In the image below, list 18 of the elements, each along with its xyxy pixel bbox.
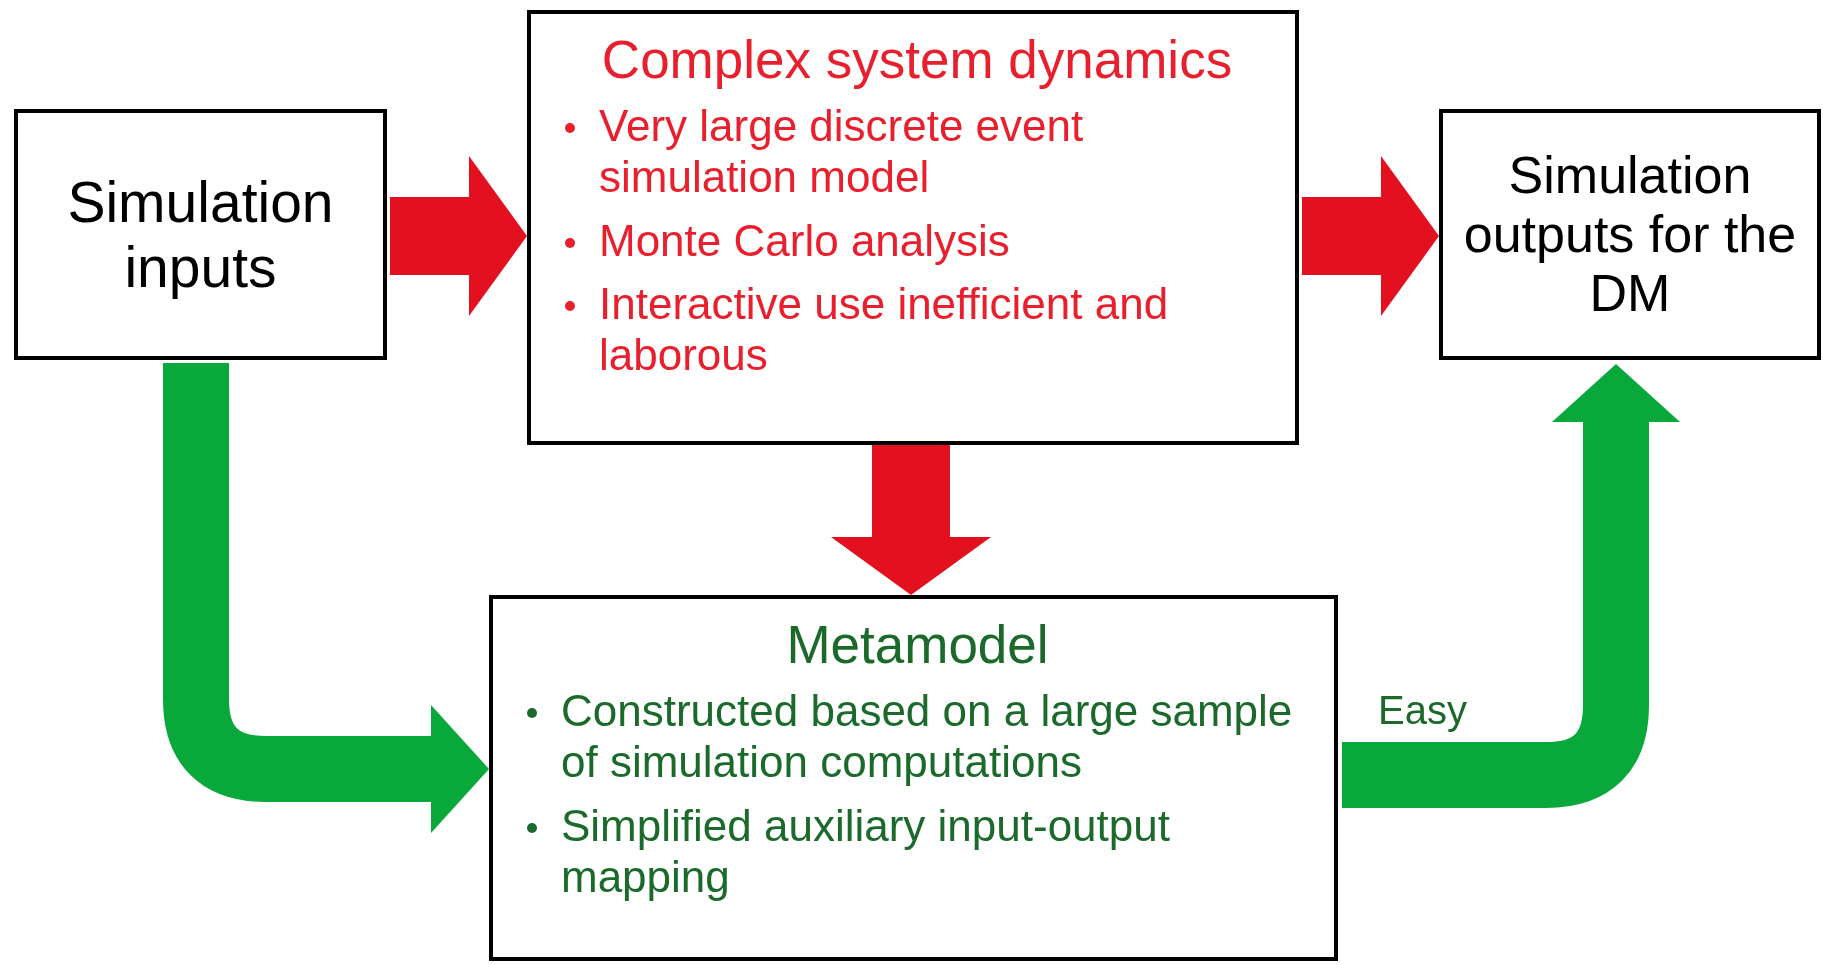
block-arrow xyxy=(1302,156,1439,316)
bullet-text: Constructed based on a large sample of simulation computations xyxy=(561,684,1294,788)
box-heading: Complex system dynamics xyxy=(600,29,1234,91)
block-arrow xyxy=(163,363,489,833)
bullet-text: Very large discrete event simulation model xyxy=(599,99,1085,203)
box-text: Simulation inputs xyxy=(66,170,335,299)
process-box xyxy=(14,109,387,360)
box-heading: Metamodel xyxy=(785,614,1050,676)
process-box xyxy=(527,10,1299,445)
bullet-text: Interactive use inefficient and laborous xyxy=(599,278,1170,381)
block-arrow xyxy=(831,445,991,595)
bullet-text: Simplified auxiliary input-output mapping xyxy=(561,799,1171,903)
process-box xyxy=(489,595,1338,961)
process-box xyxy=(1439,109,1821,360)
block-arrow xyxy=(1342,364,1680,808)
box-text: Simulation outputs for the DM xyxy=(1462,146,1798,323)
bullet-text: Monte Carlo analysis xyxy=(599,214,1010,266)
block-arrow xyxy=(390,156,527,316)
